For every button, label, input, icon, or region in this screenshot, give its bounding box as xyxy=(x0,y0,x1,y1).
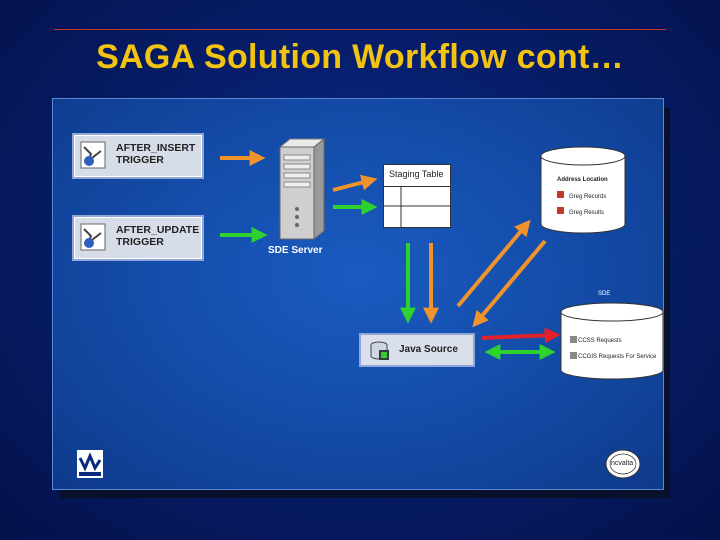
after-update-trigger: AFTER_UPDATE TRIGGER xyxy=(72,215,204,261)
staging-table: Staging Table xyxy=(383,164,451,228)
server-icon xyxy=(278,137,326,241)
staging-table-header: Staging Table xyxy=(384,165,450,187)
address-database-icon xyxy=(540,146,626,234)
trigger-icon xyxy=(80,223,106,251)
sde-database-icon xyxy=(560,302,664,380)
java-source-icon xyxy=(370,341,389,360)
arrow-java-to-sde-red xyxy=(481,327,561,344)
after-insert-trigger: AFTER_INSERT TRIGGER xyxy=(72,133,204,179)
sde-db-item: CCSS Requests xyxy=(578,338,622,344)
arrow-address-to-java xyxy=(472,239,547,328)
partner-logo-icon xyxy=(605,449,641,479)
address-db-item: Greg Results xyxy=(569,210,605,216)
java-source-box: Java Source xyxy=(359,333,475,367)
address-db-item: Greg Records xyxy=(569,194,607,200)
partner-logo-text: ncvalta xyxy=(611,460,634,467)
address-db-title: Address Location xyxy=(557,177,608,183)
sde-db-item: CCGIS Requests For Service xyxy=(578,354,657,360)
java-source-label: Java Source xyxy=(399,344,458,355)
trigger-update-label: AFTER_UPDATE TRIGGER xyxy=(116,224,200,248)
slide-title: SAGA Solution Workflow cont… xyxy=(96,38,624,76)
arrow-java-to-address xyxy=(456,219,531,308)
sde-db-label: SDE xyxy=(598,291,611,297)
title-rule xyxy=(54,29,666,30)
trigger-insert-label: AFTER_INSERT TRIGGER xyxy=(116,142,196,166)
company-logo-icon xyxy=(77,450,103,478)
arrow-server-to-staging-orange xyxy=(332,174,378,192)
server-label: SDE Server xyxy=(268,245,323,256)
trigger-icon xyxy=(80,141,106,169)
staging-table-grid xyxy=(384,187,450,227)
